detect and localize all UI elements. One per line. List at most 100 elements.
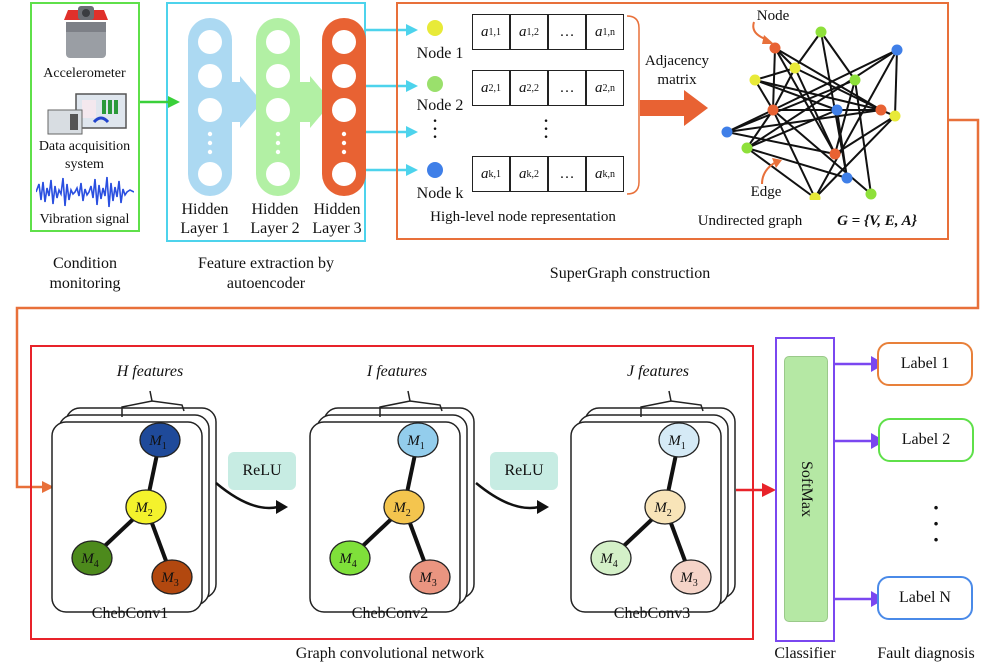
data-acquisition-label: Data acquisition system xyxy=(38,139,131,172)
node-2-dot xyxy=(427,76,443,92)
graph-caption: Undirected graph xyxy=(697,213,803,229)
classifier-to-labels-arrows xyxy=(835,356,885,607)
vibration-signal-icon xyxy=(36,176,134,208)
relu-flow-arrow-2 xyxy=(475,482,540,510)
gcn-layer-1-features: H features xyxy=(116,363,184,380)
graph-node xyxy=(865,188,877,200)
neuron xyxy=(332,98,356,122)
fault-diagnosis-caption: Fault diagnosis xyxy=(877,645,975,662)
classifier-caption: Classifier xyxy=(774,645,836,662)
graph-node xyxy=(789,62,801,74)
data-acquisition-icon xyxy=(47,93,127,135)
gcn-node-m2: M2 xyxy=(125,489,167,525)
adjacency-matrix-label: Adjacency matrix xyxy=(644,53,710,88)
neuron xyxy=(198,30,222,54)
node-pointer-arrow xyxy=(752,21,774,44)
graph-edge xyxy=(726,109,774,133)
neuron xyxy=(266,64,290,88)
gcn-layer-3-features: J features xyxy=(626,363,690,380)
nodes-ellipsis: ··· xyxy=(432,113,438,146)
graph-node xyxy=(815,26,827,38)
matrix-cell: … xyxy=(548,70,586,106)
graph-node xyxy=(849,74,861,86)
graph-edge xyxy=(772,67,796,111)
softmax-block: SoftMax xyxy=(784,356,828,622)
gcn-node-m4: M4 xyxy=(71,540,113,576)
graph-edge xyxy=(894,49,898,117)
graph-edge xyxy=(774,47,882,111)
graph-edge xyxy=(746,49,898,149)
graph-edge xyxy=(726,131,836,155)
graph-edge xyxy=(754,67,796,81)
gcn-node-m3: M3 xyxy=(670,559,712,595)
graph-node xyxy=(741,142,753,154)
supergraph-caption: SuperGraph construction xyxy=(549,265,711,282)
graph-edge-annotation: Edge xyxy=(750,184,782,200)
autoencoder-diagram xyxy=(188,18,366,196)
graph-edge xyxy=(794,31,822,69)
edge-pointer-arrow xyxy=(761,158,782,185)
fault-label-n: Label N xyxy=(877,576,973,620)
labels-ellipsis: ··· xyxy=(932,495,940,552)
matrix-cell: … xyxy=(548,156,586,192)
hidden-layer-1-label: Hidden Layer 1 xyxy=(180,201,230,237)
neuron xyxy=(198,162,222,186)
gcn-node-m4: M4 xyxy=(590,540,632,576)
hidden-layer-3-column xyxy=(322,18,366,196)
gcn-node-m4: M4 xyxy=(329,540,371,576)
hidden-layer-2-label: Hidden Layer 2 xyxy=(250,201,300,237)
fault-label-2: Label 2 xyxy=(878,418,974,462)
graph-edge xyxy=(726,109,882,133)
graph-edge xyxy=(754,79,838,111)
neuron xyxy=(266,162,290,186)
softmax-label: SoftMax xyxy=(798,461,815,517)
graph-node xyxy=(809,192,821,200)
chebconv2-label: ChebConv2 xyxy=(351,605,429,622)
gcn-node-m1: M1 xyxy=(658,422,700,458)
graph-node xyxy=(831,104,843,116)
vibration-signal-label: Vibration signal xyxy=(39,212,130,227)
graph-edge xyxy=(746,147,816,199)
graph-node xyxy=(875,104,887,116)
feature-extraction-caption-line1: Feature extraction by xyxy=(198,255,334,272)
gcn-to-classifier-arrow xyxy=(736,483,776,497)
graph-edge xyxy=(746,109,774,149)
accelerometer-label: Accelerometer xyxy=(43,66,126,81)
hidden-layer-2-column xyxy=(256,18,300,196)
gcn-layer-2-features: I features xyxy=(366,363,428,380)
supergraph-panel xyxy=(396,2,949,240)
graph-edge xyxy=(746,109,838,149)
classifier-panel xyxy=(775,337,835,642)
condition-monitoring-caption-line2: monitoring xyxy=(49,275,121,292)
graph-node xyxy=(769,42,781,54)
relu-box-1: ReLU xyxy=(228,452,296,490)
graph-node xyxy=(889,110,901,122)
neuron xyxy=(266,30,290,54)
neuron xyxy=(198,64,222,88)
neuron xyxy=(266,98,290,122)
neuron xyxy=(332,30,356,54)
graph-edge xyxy=(794,67,882,111)
node-1-dot xyxy=(427,20,443,36)
relu-flow-arrow-1 xyxy=(215,482,279,510)
layer2-to-layer3-arrow xyxy=(292,76,332,128)
graph-edge xyxy=(754,79,774,111)
graph-node xyxy=(749,74,761,86)
graph-node xyxy=(841,172,853,184)
gcn-node-m2: M2 xyxy=(383,489,425,525)
graph-edge xyxy=(772,47,776,111)
gcn-node-m1: M1 xyxy=(397,422,439,458)
accelerometer-icon xyxy=(64,6,108,58)
feature-extraction-caption-line2: autoencoder xyxy=(226,275,306,292)
matrix-cell: … xyxy=(548,14,586,50)
neuron xyxy=(332,162,356,186)
